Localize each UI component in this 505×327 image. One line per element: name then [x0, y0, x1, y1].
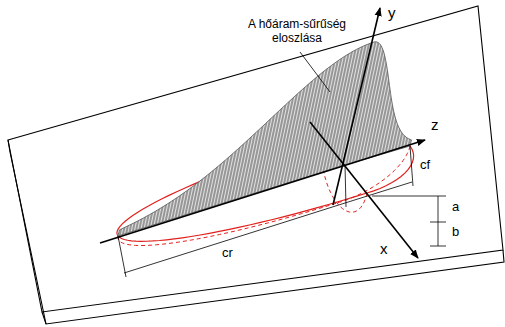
- dimension-label: b: [452, 225, 459, 240]
- dimension-line: [300, 52, 330, 92]
- dimension-line: [345, 165, 346, 207]
- double-ellipsoid: [100, 8, 446, 277]
- coordinate-axis: [333, 8, 380, 205]
- dimension-label: a: [452, 200, 459, 215]
- axis-label: x: [380, 240, 388, 257]
- coordinate-axis: [310, 122, 418, 258]
- dimension-label: cr: [222, 246, 233, 261]
- dimension-line: [410, 146, 413, 186]
- dimension-line: [372, 196, 446, 197]
- dimension-line: [438, 196, 439, 246]
- dimension-line: [345, 182, 412, 203]
- heat-flux-distribution: [118, 42, 411, 236]
- dimension-label: cf: [420, 158, 430, 173]
- plate: [8, 6, 504, 324]
- dimension-line: [124, 203, 345, 273]
- annotation: A hőáram-sűrűség eloszlása: [238, 18, 356, 46]
- coordinate-axis: [100, 140, 425, 243]
- dimension-line: [118, 236, 126, 277]
- axis-label: y: [388, 4, 396, 21]
- axis-label: z: [431, 116, 439, 133]
